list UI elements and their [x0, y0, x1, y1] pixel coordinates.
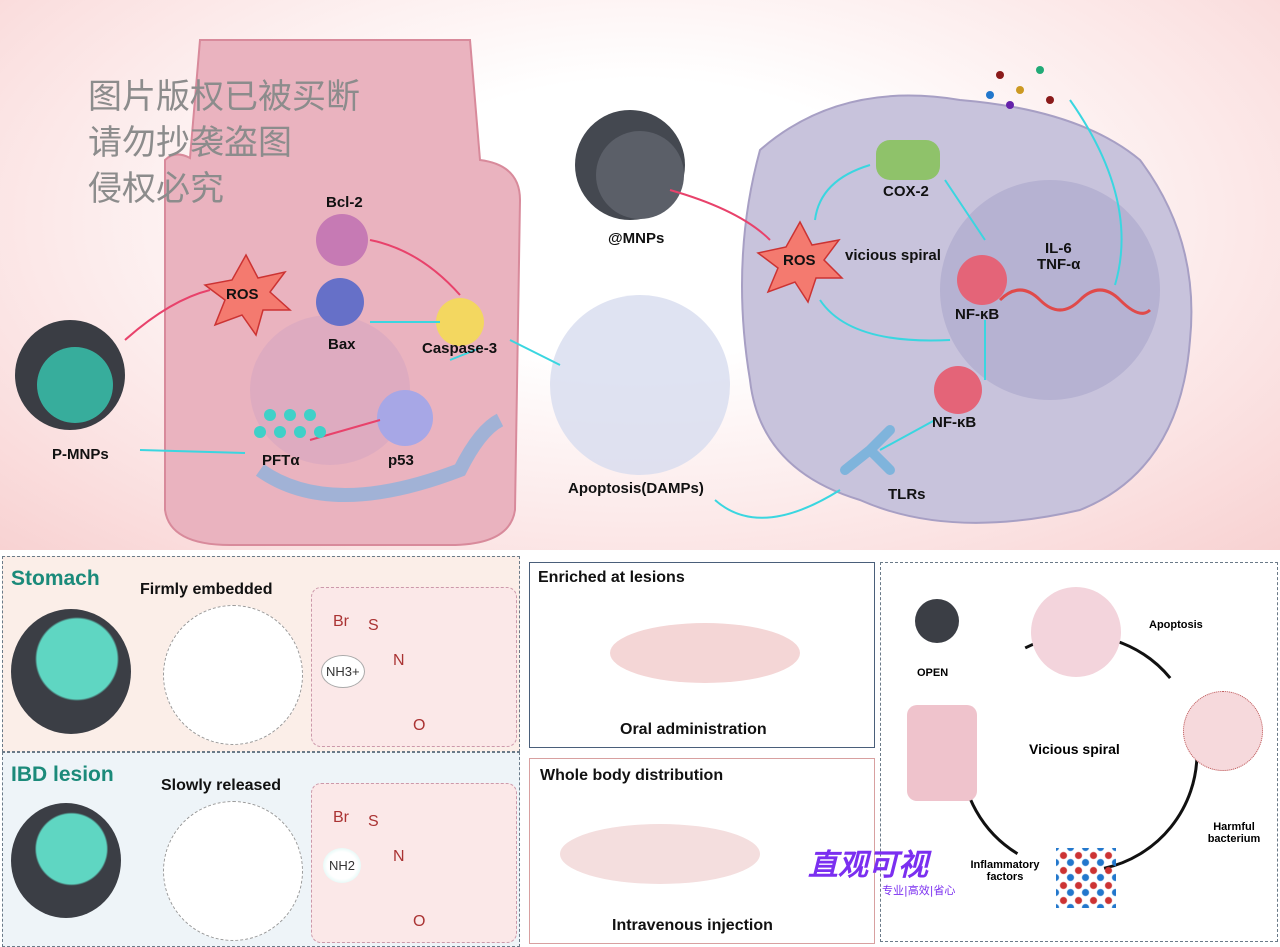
cox2-protein — [876, 140, 940, 180]
ibd-caption: Slowly released — [161, 777, 282, 794]
mouse-oral — [610, 623, 800, 683]
label-vicious-spiral: vicious spiral — [845, 247, 941, 264]
label-caspase3: Caspase-3 — [422, 340, 498, 357]
stomach-caption: Firmly embedded — [140, 581, 273, 598]
dna-helix — [998, 288, 1152, 315]
label-bcl2: Bcl-2 — [326, 194, 363, 211]
panel-oral: Enriched at lesions Oral administration — [529, 562, 875, 748]
nh2-group: NH2 — [323, 848, 362, 883]
atom-n: N — [393, 848, 405, 865]
logo-slogan: 专业|高效|省心 — [882, 884, 956, 897]
stomach-particle — [11, 609, 131, 734]
ibd-zoom-circle — [163, 801, 303, 941]
mouse-iv — [560, 824, 760, 884]
label-mnps: @MNPs — [608, 230, 665, 247]
macrophage-nucleus — [940, 180, 1160, 400]
open-particle — [915, 599, 959, 643]
cell-icon — [907, 705, 977, 801]
tlr-receptor — [840, 425, 895, 475]
atom-n: N — [393, 652, 405, 669]
atom-br: Br — [333, 613, 349, 630]
copyright-watermark: 图片版权已被买断 请勿抄袭盗图 侵权必究 — [88, 74, 360, 212]
label-p53: p53 — [388, 452, 414, 469]
ros-star-right — [756, 220, 844, 304]
label-cox2: COX-2 — [883, 183, 929, 200]
nfkb-protein-cyto — [934, 366, 982, 414]
label-vicious-spiral-center: Vicious spiral — [1029, 741, 1120, 757]
label-il6: IL-6 — [1045, 240, 1072, 257]
ros-star-left — [203, 253, 292, 337]
nfkb-protein-nucleus — [957, 255, 1007, 305]
iv-title: Whole body distribution — [540, 767, 724, 784]
label-nfkb-cyto: NF-κB — [932, 414, 977, 431]
apoptosis-icon — [1031, 587, 1121, 677]
label-ros-right: ROS — [783, 252, 816, 269]
nh3-group: NH3+ — [321, 655, 365, 688]
panel-stomach: Stomach Firmly embedded NH3+ Br S N O — [2, 556, 520, 752]
nucleus — [250, 315, 410, 465]
panel-cycle: OPEN Apoptosis Harmful bacterium Vicious… — [880, 562, 1278, 942]
watermark-line: 请勿抄袭盗图 — [88, 123, 292, 163]
atom-o: O — [413, 717, 426, 734]
atom-s: S — [368, 617, 379, 634]
label-open: OPEN — [917, 667, 949, 679]
apoptotic-body — [550, 295, 730, 475]
label-bacterium: Harmful bacterium — [1207, 821, 1261, 845]
label-bax: Bax — [328, 336, 356, 353]
label-nfkb-nucleus: NF-κB — [955, 306, 1000, 323]
label-pfta: PFTα — [262, 452, 300, 469]
label-tnfa: TNF-α — [1037, 256, 1081, 273]
factor-dots — [1056, 848, 1116, 908]
logo: 直观可视 — [808, 848, 928, 883]
label-tlrs: TLRs — [888, 486, 926, 503]
cytokine-dots — [986, 66, 1054, 109]
stomach-zoom-circle — [163, 605, 303, 745]
watermark-line: 图片版权已被买断 — [88, 77, 360, 117]
label-ros-left: ROS — [226, 286, 259, 303]
bax-protein — [316, 278, 364, 326]
ibd-title: IBD lesion — [11, 763, 114, 786]
label-p-mnps: P-MNPs — [52, 446, 109, 463]
ibd-particle — [11, 803, 121, 918]
panel-iv: Whole body distribution Intravenous inje… — [529, 758, 875, 944]
label-apoptosis-damps: Apoptosis(DAMPs) — [568, 480, 704, 497]
label-apoptosis: Apoptosis — [1149, 619, 1203, 631]
watermark-line: 侵权必究 — [88, 169, 224, 209]
oral-title: Enriched at lesions — [538, 569, 685, 586]
caspase3-protein — [436, 298, 484, 346]
panel-ibd: IBD lesion Slowly released NH2 Br S N O — [2, 752, 520, 947]
atom-br: Br — [333, 809, 349, 826]
atom-s: S — [368, 813, 379, 830]
bacterium-icon — [1183, 691, 1263, 771]
bcl2-protein — [316, 214, 368, 266]
iv-caption: Intravenous injection — [612, 917, 773, 934]
atom-o: O — [413, 913, 426, 930]
er — [255, 413, 504, 502]
stomach-title: Stomach — [11, 567, 100, 590]
p53-protein — [377, 390, 433, 446]
oral-caption: Oral administration — [620, 721, 767, 738]
label-inflammatory-factors: Inflammatory factors — [970, 859, 1040, 883]
